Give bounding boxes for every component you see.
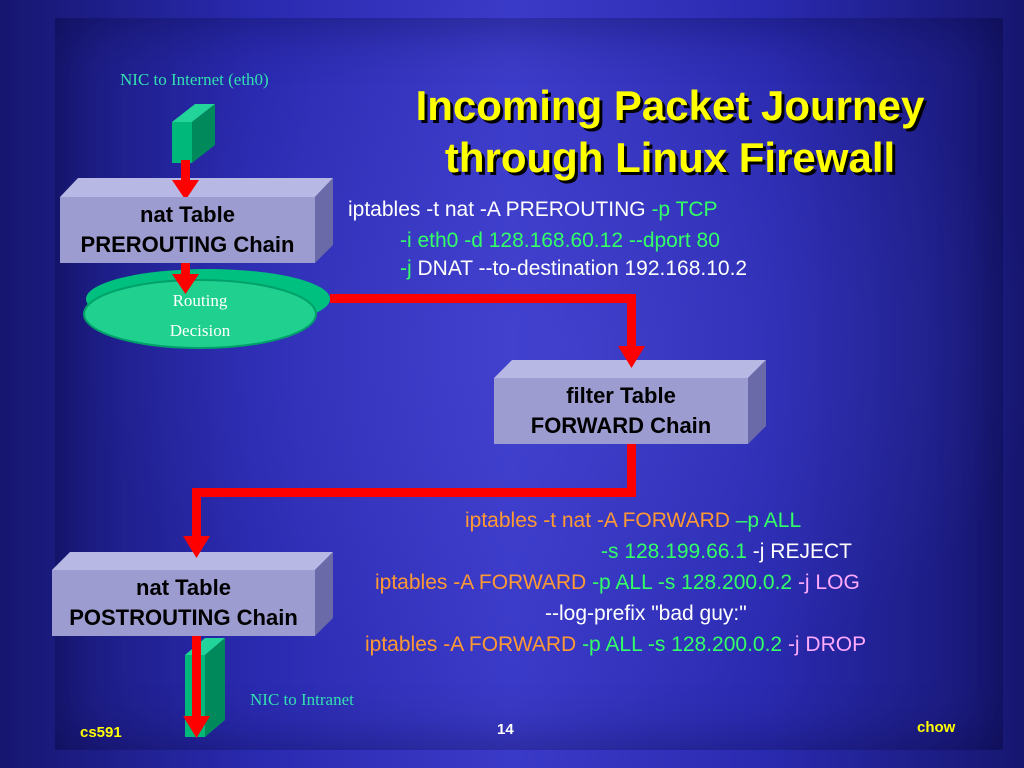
forward-cmd-1b: –p ALL: [735, 509, 802, 532]
forward-cmd-line1: iptables -t nat -A FORWARD –p ALL: [465, 509, 801, 533]
forward-cmd-line3: iptables -A FORWARD -p ALL -s 128.200.0.…: [375, 571, 860, 595]
forward-cmd-1a: iptables -t nat -A FORWARD: [465, 509, 736, 532]
nic-internet-label: NIC to Internet (eth0): [120, 70, 269, 89]
forward-cmd-3b: -p ALL -s 128.200.0.2: [592, 571, 798, 594]
forward-cmd-2b: -j REJECT: [752, 540, 852, 563]
forward-cmd-line2: -s 128.199.66.1 -j REJECT: [601, 540, 852, 564]
nat-prerouting-line2: PREROUTING Chain: [80, 232, 295, 257]
title-line-2: through Linux Firewall: [444, 134, 896, 181]
nic-intranet-label: NIC to Intranet: [250, 690, 354, 709]
arrow-prerouting-to-routing-head: [172, 274, 199, 294]
forward-cmd-line4: --log-prefix "bad guy:": [545, 602, 747, 625]
nat-postrouting-box-3d: [52, 552, 333, 636]
arrow-postrouting-to-intranet-head: [183, 716, 210, 738]
prerouting-cmd-3a: -j: [400, 257, 418, 280]
prerouting-cmd-line2: -i eth0 -d 128.168.60.12 --dport 80: [400, 229, 720, 252]
footer-author: chow: [917, 719, 956, 736]
prerouting-cmd-line3: -j DNAT --to-destination 192.168.10.2: [400, 257, 747, 281]
arrow-routing-to-filter-head: [618, 346, 645, 368]
arrow-to-postrouting-head: [183, 536, 210, 558]
forward-cmd-line5: iptables -A FORWARD -p ALL -s 128.200.0.…: [365, 633, 866, 657]
prerouting-cmd-3b: DNAT --to-destination 192.168.10.2: [417, 257, 748, 280]
nic-internet-block-icon: [172, 104, 215, 163]
flow-arrows: [172, 160, 645, 738]
footer-course: cs591: [80, 724, 122, 741]
arrow-nic-to-prerouting: [181, 160, 190, 184]
nat-postrouting-line1: nat Table: [136, 575, 231, 600]
forward-cmd-2a: -s 128.199.66.1: [601, 540, 753, 563]
forward-cmd-5a: iptables -A FORWARD: [365, 633, 583, 656]
nat-prerouting-box-3d: [60, 178, 333, 263]
filter-forward-line2: FORWARD Chain: [530, 413, 712, 438]
arrow-nic-to-prerouting-head: [172, 180, 199, 200]
filter-forward-box-3d: [494, 360, 766, 444]
routing-disc-icon: [83, 269, 330, 349]
forward-cmd-5b: -p ALL -s 128.200.0.2: [582, 633, 788, 656]
nat-prerouting-line1: nat Table: [140, 202, 235, 227]
arrow-postrouting-to-intranet: [192, 630, 201, 720]
arrow-routing-horizontal: [330, 294, 636, 303]
nat-prerouting-box: nat Table PREROUTING Chain: [60, 197, 315, 263]
nat-postrouting-box: nat Table POSTROUTING Chain: [52, 570, 315, 636]
filter-forward-line1: filter Table: [566, 383, 676, 408]
forward-cmd-5c: -j DROP: [787, 633, 867, 656]
routing-decision-line1: Routing: [172, 291, 228, 310]
slide-title: Incoming Packet Journey through Linux Fi…: [360, 80, 980, 184]
prerouting-cmd-line1: iptables -t nat -A PREROUTING -p TCP: [348, 198, 718, 222]
arrow-prerouting-to-routing: [181, 258, 190, 278]
footer-page-number: 14: [497, 721, 514, 738]
arrow-to-postrouting-vertical: [192, 488, 201, 540]
prerouting-cmd-1b: -p TCP: [651, 198, 718, 221]
prerouting-cmd-1a: iptables -t nat -A PREROUTING: [348, 198, 652, 221]
routing-decision-line2: Decision: [169, 321, 231, 340]
title-line-1: Incoming Packet Journey: [415, 82, 925, 129]
forward-cmd-3a: iptables -A FORWARD: [375, 571, 593, 594]
forward-cmd-3c: -j LOG: [797, 571, 860, 594]
routing-decision-label: Routing Decision: [140, 286, 260, 346]
arrow-routing-vertical: [627, 294, 636, 352]
nat-postrouting-line2: POSTROUTING Chain: [69, 605, 298, 630]
arrow-filter-horizontal: [192, 488, 636, 497]
filter-forward-box: filter Table FORWARD Chain: [494, 378, 748, 444]
arrow-filter-vertical: [627, 440, 636, 497]
